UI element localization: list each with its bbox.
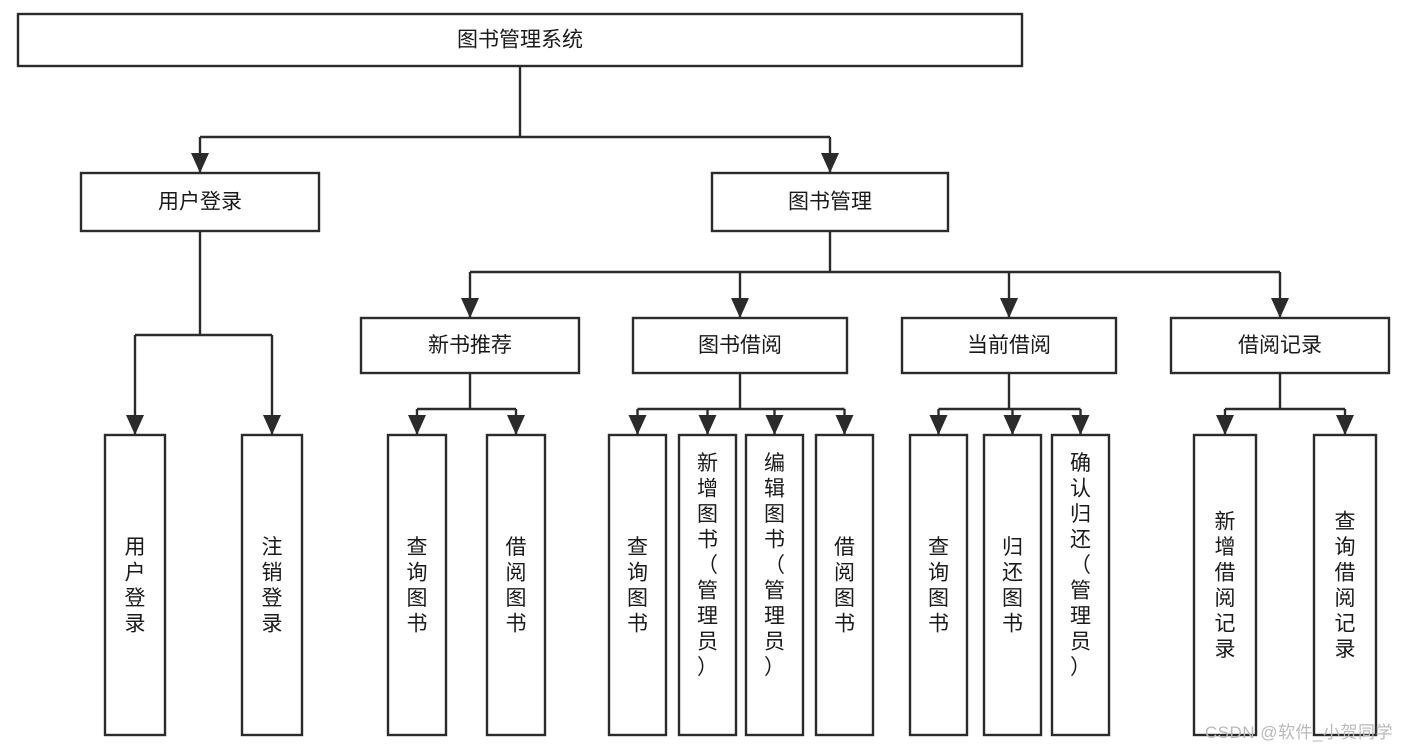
node-box-leaf-rec-add-record [1192,433,1258,737]
node-new-book-rec[interactable]: 新书推荐 [359,316,581,375]
node-box-leaf-user-login [103,433,167,737]
node-box-leaf-borrow-edit-book [744,433,805,737]
arrow-head-icon [835,415,854,435]
arrow-head-icon [191,153,209,173]
node-box-root [16,12,1024,68]
node-label-leaf-user-login: 用户登录 [125,536,146,636]
arrow-head-icon [1216,415,1234,435]
node-box-leaf-borrow-add-book [677,433,738,737]
node-box-book-manage [710,171,950,233]
arrow-head-icon [507,415,525,435]
arrow-head-icon [126,415,144,435]
node-label-book-borrow: 图书借阅 [698,334,782,357]
node-leaf-cur-confirm-return[interactable]: 确认归还（管理员） [1050,433,1111,737]
node-label-leaf-rec-query-record: 查询借阅记录 [1335,510,1356,661]
node-leaf-cur-return-book[interactable]: 归还图书 [982,433,1043,737]
node-box-leaf-borrow-borrow-book [814,433,875,737]
node-label-leaf-rec-add-record: 新增借阅记录 [1215,510,1236,661]
node-label-leaf-user-logout: 注销登录 [262,536,283,636]
node-box-leaf-cur-return-book [982,433,1043,737]
node-leaf-cur-query-book[interactable]: 查询图书 [908,433,969,737]
node-label-current-borrow: 当前借阅 [967,334,1051,357]
node-box-leaf-cur-query-book [908,433,969,737]
node-leaf-rec-borrow-book[interactable]: 借阅图书 [485,433,547,737]
node-leaf-user-login[interactable]: 用户登录 [103,433,167,737]
arrow-head-icon [731,298,749,318]
node-box-leaf-rec-query-record [1312,433,1378,737]
node-label-user-login: 用户登录 [158,191,242,214]
node-leaf-borrow-edit-book[interactable]: 编辑图书（管理员） [744,433,805,737]
arrow-head-icon [1336,415,1354,435]
node-label-leaf-cur-query-book: 查询图书 [928,536,949,636]
node-label-borrow-record: 借阅记录 [1238,334,1322,357]
arrow-head-icon [1003,415,1022,435]
node-root[interactable]: 图书管理系统 [16,12,1024,68]
node-leaf-borrow-borrow-book[interactable]: 借阅图书 [814,433,875,737]
node-leaf-borrow-add-book[interactable]: 新增图书（管理员） [677,433,738,737]
node-label-leaf-borrow-add-book: 新增图书（管理员） [697,452,718,679]
arrow-head-icon [698,415,717,435]
arrow-head-icon [765,415,784,435]
node-box-leaf-rec-query-book [386,433,448,737]
node-user-login[interactable]: 用户登录 [79,171,321,233]
node-label-leaf-rec-query-book: 查询图书 [407,536,428,636]
arrow-head-icon [1071,415,1090,435]
node-label-leaf-borrow-borrow-book: 借阅图书 [834,536,855,636]
node-box-leaf-rec-borrow-book [485,433,547,737]
node-label-leaf-cur-return-book: 归还图书 [1002,536,1023,636]
node-leaf-rec-add-record[interactable]: 新增借阅记录 [1192,433,1258,737]
csdn-watermark: CSDN @软件_小贺同学 [1204,723,1393,742]
arrow-head-icon [461,298,479,318]
node-borrow-record[interactable]: 借阅记录 [1169,316,1391,375]
node-book-borrow[interactable]: 图书借阅 [631,316,849,375]
node-label-root: 图书管理系统 [457,29,583,52]
node-leaf-rec-query-record[interactable]: 查询借阅记录 [1312,433,1378,737]
arrow-head-icon [1000,298,1018,318]
node-label-leaf-cur-confirm-return: 确认归还（管理员） [1070,452,1091,679]
node-box-current-borrow [900,316,1118,375]
node-box-leaf-user-logout [240,433,304,737]
node-label-leaf-borrow-edit-book: 编辑图书（管理员） [764,452,785,679]
node-box-leaf-borrow-query-book [607,433,668,737]
node-book-manage[interactable]: 图书管理 [710,171,950,233]
arrow-head-icon [929,415,948,435]
node-leaf-rec-query-book[interactable]: 查询图书 [386,433,448,737]
arrow-head-icon [628,415,647,435]
arrow-head-icon [263,415,281,435]
node-label-book-manage: 图书管理 [788,191,872,214]
arrow-head-icon [821,153,839,173]
node-box-borrow-record [1169,316,1391,375]
arrow-head-icon [1271,298,1289,318]
connector-lines-group [126,66,1354,435]
node-leaf-user-logout[interactable]: 注销登录 [240,433,304,737]
arrow-head-icon [408,415,426,435]
node-label-leaf-rec-borrow-book: 借阅图书 [506,536,527,636]
node-boxes-group: 图书管理系统用户登录图书管理新书推荐图书借阅当前借阅借阅记录用户登录注销登录查询… [16,12,1391,737]
node-box-book-borrow [631,316,849,375]
node-box-leaf-cur-confirm-return [1050,433,1111,737]
node-box-user-login [79,171,321,233]
node-label-new-book-rec: 新书推荐 [428,334,512,357]
node-leaf-borrow-query-book[interactable]: 查询图书 [607,433,668,737]
node-label-leaf-borrow-query-book: 查询图书 [627,536,648,636]
node-current-borrow[interactable]: 当前借阅 [900,316,1118,375]
node-box-new-book-rec [359,316,581,375]
